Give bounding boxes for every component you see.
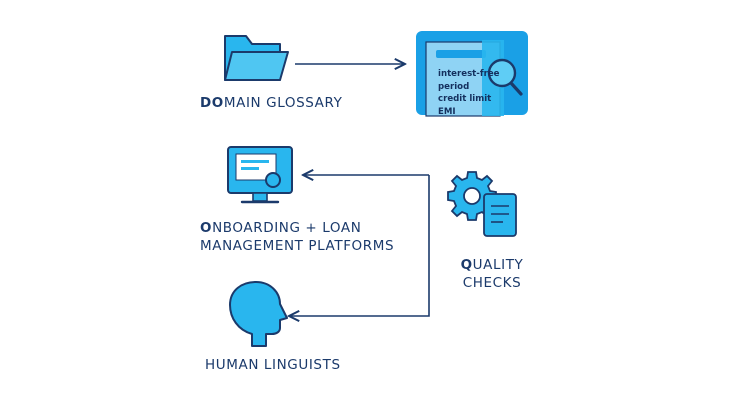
arrow-quality-to-linguists [289,175,430,316]
quality-checks-label: QUALITY CHECKS [460,257,524,291]
monitor-icon [227,146,293,204]
glossary-doc-terms: interest-free period credit limit EMI [438,68,500,118]
glossary-term: period [438,81,470,92]
glossary-term: credit limit [438,94,492,105]
domain-glossary-label: DOMAIN GLOSSARY [200,95,343,111]
document-magnifier-icon [416,31,528,117]
glossary-term: interest-free [438,69,500,79]
platforms-label: ONBOARDING + LOAN MANAGEMENT PLATFORMS [200,220,395,254]
folder-icon [224,35,289,81]
gear-document-icon [447,171,517,237]
glossary-term: EMI [438,106,456,117]
human-head-icon [229,281,288,347]
human-linguists-label: HUMAN LINGUISTS [205,357,341,373]
